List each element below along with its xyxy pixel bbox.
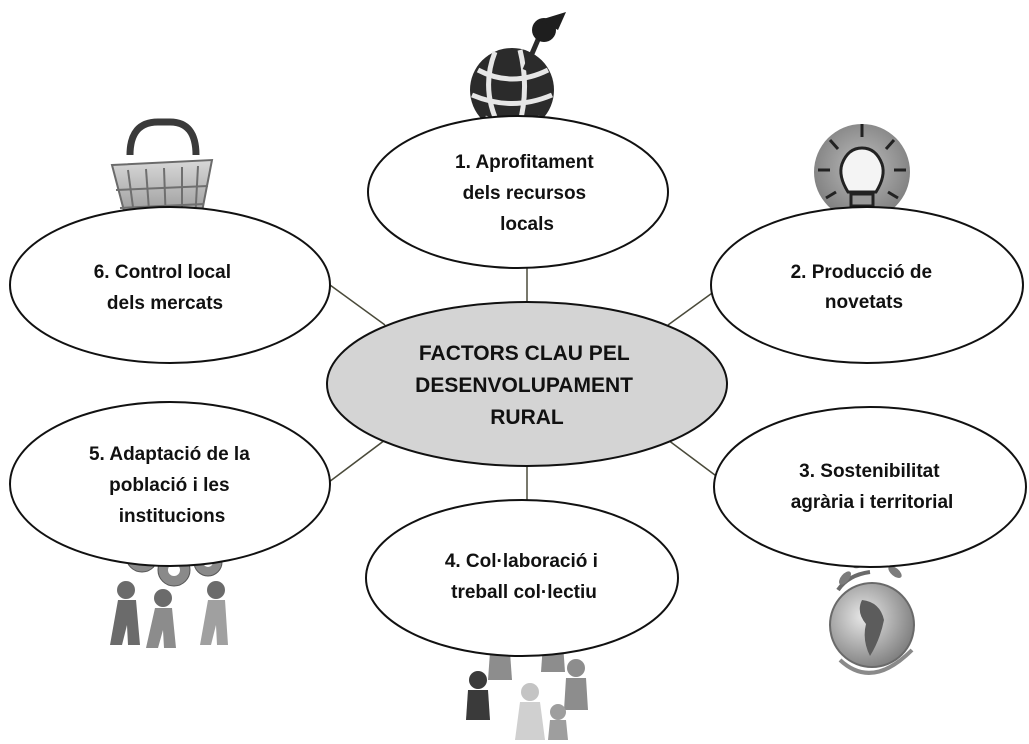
center-node: FACTORS CLAU PEL DESENVOLUPAMENT RURAL — [326, 301, 728, 467]
node-3-ellipse — [713, 406, 1027, 568]
node-2-text: 2. Producció de novetats — [791, 262, 938, 313]
connector-5 — [324, 439, 386, 486]
node-3: 3. Sostenibilitat agrària i territorial — [713, 406, 1027, 568]
center-ellipse — [326, 301, 728, 467]
node-4: 4. Col·laboració i treball col·lectiu — [365, 499, 679, 657]
node-4-ellipse — [365, 499, 679, 657]
lightbulb-icon — [814, 124, 910, 220]
node-4-text: 4. Col·laboració i treball col·lectiu — [445, 551, 603, 603]
node-6-ellipse — [9, 206, 331, 364]
globe-with-leaves-icon — [829, 550, 915, 675]
center-title: FACTORS CLAU PEL DESENVOLUPAMENT RURAL — [415, 342, 639, 429]
node-3-text: 3. Sostenibilitat agrària i territorial — [791, 461, 954, 513]
node-2: 2. Producció de novetats — [710, 206, 1024, 364]
connector-6 — [329, 284, 386, 326]
node-6: 6. Control local dels mercats — [9, 206, 331, 364]
node-1-ellipse — [367, 115, 669, 269]
node-2-ellipse — [710, 206, 1024, 364]
node-5-text: 5. Adaptació de la població i les instit… — [89, 444, 255, 527]
node-1: 1. Aprofitament dels recursos locals — [367, 115, 669, 269]
globe-with-pin-icon — [470, 12, 566, 132]
node-1-text: 1. Aprofitament dels recursos locals — [455, 152, 599, 235]
node-5: 5. Adaptació de la població i les instit… — [9, 401, 331, 567]
node-5-ellipse — [9, 401, 331, 567]
node-6-text: 6. Control local dels mercats — [94, 262, 237, 314]
